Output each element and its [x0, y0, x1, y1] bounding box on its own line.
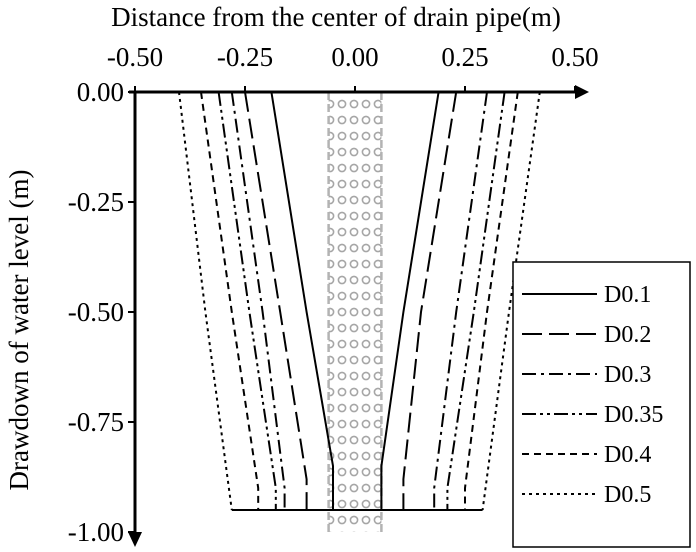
- series-d0-1-left: [270, 91, 334, 510]
- series-d0-2-right: [402, 91, 458, 510]
- series-d0-3-left: [230, 91, 286, 510]
- x-axis-arrow: [575, 85, 589, 99]
- series-d0-1-right: [380, 91, 440, 510]
- x-tick-label: 0.25: [441, 42, 488, 72]
- plot-area: [178, 91, 541, 532]
- series-d0-5-left: [178, 91, 233, 511]
- legend-label: D0.3: [604, 362, 651, 388]
- series-d0-4-right: [464, 91, 519, 510]
- legend-label: D0.1: [604, 282, 651, 308]
- series-d0-35-right: [446, 91, 506, 510]
- series-d0-35-left: [217, 91, 277, 510]
- series-d0-3-right: [433, 91, 488, 510]
- legend-label: D0.4: [604, 442, 651, 468]
- legend-label: D0.5: [604, 482, 651, 508]
- y-tick-label: -0.25: [68, 187, 124, 217]
- legend-label: D0.2: [604, 322, 651, 348]
- legend-box: [512, 261, 691, 548]
- legend-label: D0.35: [604, 402, 663, 428]
- series-d0-2-left: [244, 91, 308, 510]
- x-tick-label: -0.50: [107, 42, 163, 72]
- series-d0-4-left: [200, 91, 260, 510]
- axes: -0.50 -0.25 0.00 0.25 0.50 0.00 -0.25 -0.50 -0.7…: [68, 42, 599, 547]
- x-tick-label: 0.50: [551, 42, 598, 72]
- y-tick-label: -1.00: [68, 517, 124, 547]
- y-axis-arrow: [128, 532, 142, 547]
- y-tick-label: 0.00: [77, 77, 124, 107]
- y-axis-title: Drawdown of water level (m): [4, 170, 34, 491]
- drain-pipe: [328, 92, 382, 532]
- x-tick-label: 0.00: [331, 42, 378, 72]
- y-tick-label: -0.75: [68, 407, 124, 437]
- x-tick-label: -0.25: [217, 42, 273, 72]
- x-axis-title: Distance from the center of drain pipe(m…: [111, 2, 561, 32]
- y-tick-label: -0.50: [68, 297, 124, 327]
